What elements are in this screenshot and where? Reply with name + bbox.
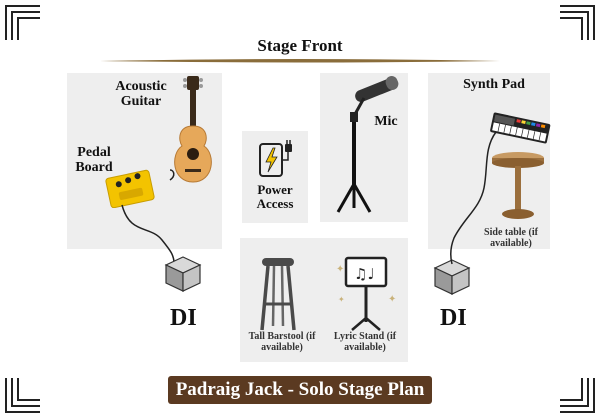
svg-text:✦: ✦ xyxy=(338,295,345,304)
guitar-label: Acoustic Guitar xyxy=(115,79,167,109)
synth-label: Synth Pad xyxy=(463,77,525,92)
svg-text:✦: ✦ xyxy=(388,294,396,305)
lyric-stand-icon: ♫♩ ✦ ✦ ✦ xyxy=(336,256,396,331)
barstool-icon xyxy=(260,258,296,331)
pedal-board-icon xyxy=(105,169,175,208)
di-label-left: DI xyxy=(170,305,197,331)
pedal-label: Pedal Board xyxy=(75,145,113,175)
stage-front-line xyxy=(100,59,500,63)
mic-label: Mic xyxy=(374,114,398,129)
svg-text:♫♩: ♫♩ xyxy=(354,265,375,283)
stage-front-title: Stage Front xyxy=(257,36,343,55)
lyric-label: Lyric Stand (if available) xyxy=(333,331,397,353)
cable-right xyxy=(449,131,497,265)
svg-text:✦: ✦ xyxy=(336,264,344,275)
di-box-icon xyxy=(164,256,202,292)
barstool-label: Tall Barstool (if available) xyxy=(248,331,316,353)
side-table-icon xyxy=(492,152,544,219)
di-box-icon xyxy=(433,259,471,295)
footer-banner: Padraig Jack - Solo Stage Plan xyxy=(168,376,432,404)
di-label-right: DI xyxy=(440,305,467,331)
side-table-label: Side table (if available) xyxy=(484,227,538,249)
power-plug-icon xyxy=(259,140,292,177)
microphone-stand-icon xyxy=(336,76,399,213)
acoustic-guitar-icon xyxy=(174,76,212,183)
power-label: Power Access xyxy=(256,182,294,211)
synth-keyboard-icon xyxy=(490,112,551,144)
cable-left xyxy=(121,204,175,264)
